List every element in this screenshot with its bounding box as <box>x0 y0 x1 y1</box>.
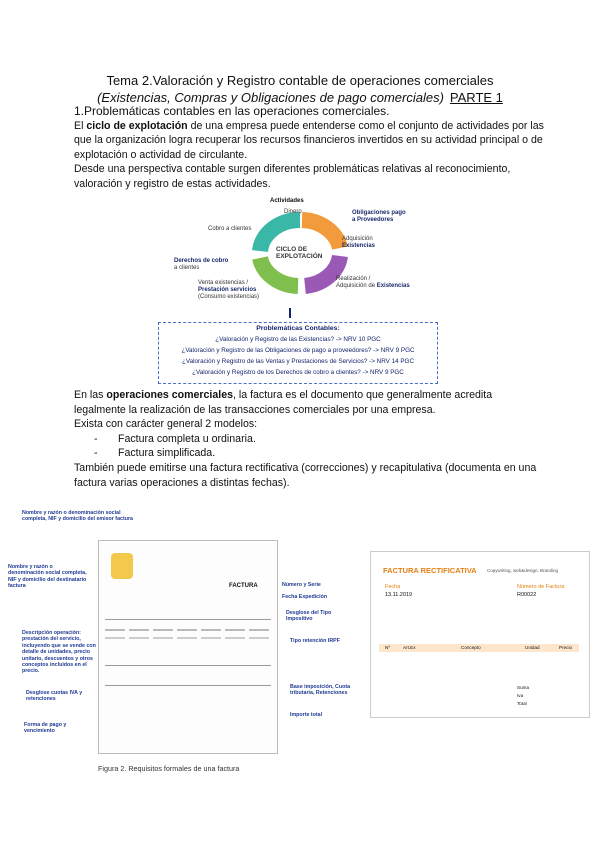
title-line-1: Tema 2.Valoración y Registro contable de… <box>106 73 494 88</box>
cycle-arrow-orange <box>301 212 348 251</box>
annotation-numero: Número y Serie <box>282 582 321 588</box>
divider <box>105 619 271 620</box>
annotation-forma-pago: Forma de pago y vencimiento <box>24 722 67 735</box>
rect-total-label: Total <box>517 701 527 706</box>
paragraph-exista: Exista con carácter general 2 modelos: <box>74 418 258 431</box>
rect-table-header: Nº Art.Ex Concepto Unidad Precio <box>379 644 579 652</box>
models-list: Factura completa u ordinaria. Factura si… <box>74 432 544 461</box>
cycle-center-label: CICLO DE EXPLOTACIÓN <box>276 246 322 260</box>
oblig-2: a Proveedores <box>352 217 394 223</box>
annotation-total: Importe total <box>290 712 323 718</box>
problem-item: ¿Valoración y Registro de las Existencia… <box>215 336 381 343</box>
rect-num-label: Número de Factura <box>517 584 565 590</box>
section-1: 1.Problemáticas contables en las operaci… <box>74 104 544 192</box>
annotation-retencion: Tipo retención IRPF <box>290 638 340 644</box>
annotation-tipo: Desglose del Tipo Impositivo <box>286 610 332 623</box>
rect-fecha: 13.11.2019 <box>385 592 413 598</box>
factura-label: FACTURA <box>229 583 258 589</box>
dcobro-1: Derechos de cobro <box>174 258 229 264</box>
part-label: PARTE 1 <box>449 90 503 105</box>
rect-title: FACTURA RECTIFICATIVA <box>383 566 477 575</box>
problems-box: Problemáticas Contables: ¿Valoración y R… <box>158 322 438 384</box>
ops-post: , la factura es el documento que general… <box>74 389 493 416</box>
annotation-fecha: Fecha Expedición <box>282 594 328 600</box>
divider <box>105 685 271 686</box>
rect-col: Concepto <box>461 645 481 650</box>
rect-col: Nº <box>385 645 390 650</box>
rect-num: R00022 <box>517 592 537 598</box>
cycle-arrow-green <box>252 255 299 294</box>
p1-post: de una empresa puede entenderse como el … <box>74 119 544 161</box>
adq-2: Existencias <box>342 243 376 249</box>
venta-2: Prestación servicios <box>198 287 257 293</box>
logo-image <box>111 553 133 579</box>
cycle-arrow-teal <box>252 211 301 253</box>
annotation-emisor: Nombre y razón o denominación social com… <box>22 510 133 523</box>
problems-heading: Problemáticas Contables: <box>256 325 340 332</box>
figure-caption: Figura 2. Requisitos formales de una fac… <box>98 764 240 773</box>
label-cobro: Cobro a clientes <box>208 226 252 232</box>
cycle-graphic <box>252 211 348 318</box>
real-1: Realización / <box>336 276 371 282</box>
section-operaciones: En las operaciones comerciales, la factu… <box>74 388 544 490</box>
rect-totals: Suma Iva Total <box>517 684 529 708</box>
title-subtitle: (Existencias, Compras y Obligaciones de … <box>97 90 444 105</box>
document-title: Tema 2.Valoración y Registro contable de… <box>0 72 600 106</box>
divider <box>105 665 271 666</box>
section-heading: 1.Problemáticas contables en las operaci… <box>74 104 390 118</box>
annotation-destinatario: Nombre y razón o denominación social com… <box>8 564 87 590</box>
rect-col: Unidad <box>525 645 540 650</box>
invoice-mockup: FACTURA <box>98 540 278 754</box>
rect-subtitle: Copywriting, web&design, Branding <box>487 568 559 573</box>
line-items-row <box>105 637 271 639</box>
cycle-center <box>272 235 328 271</box>
cycle-arrow-purple <box>303 254 348 294</box>
rect-fecha-label: Fecha <box>385 584 401 590</box>
problem-item: ¿Valoración y Registro de las Obligacion… <box>181 347 415 354</box>
ops-pre: En las <box>74 389 107 401</box>
title-line-2: (Existencias, Compras y Obligaciones de … <box>0 89 600 106</box>
center-line-2: EXPLOTACIÓN <box>276 253 323 260</box>
label-dinero: Dinero <box>284 209 302 215</box>
line-items-row <box>105 629 271 631</box>
paragraph-perspectiva: Desde una perspectiva contable surgen di… <box>74 163 511 190</box>
adq-1: Adquisición <box>342 236 373 242</box>
p1-bold: ciclo de explotación <box>86 119 188 132</box>
ops-bold: operaciones comerciales <box>106 389 233 401</box>
dcobro-2: a clientes <box>174 265 200 271</box>
rect-total-label: Suma <box>517 685 530 690</box>
annotation-desglose: Desglose cuotas IVA y retenciones <box>26 690 83 703</box>
annotation-base: Base imposición, Cuota tributaria, Reten… <box>290 684 351 697</box>
rect-total-label: Iva <box>517 693 524 698</box>
rectificativa-invoice: FACTURA RECTIFICATIVA Copywriting, web&d… <box>370 551 590 718</box>
rect-col: Precio <box>559 645 573 650</box>
p1-pre: El <box>74 119 87 132</box>
venta-3: (Consumo existencias) <box>198 294 260 300</box>
venta-1: Venta existencias / <box>198 280 249 286</box>
label-realizacion: Realización /Adquisición de Existencias <box>336 276 410 290</box>
paragraph-ciclo: El ciclo de explotación de una empresa p… <box>74 119 544 163</box>
rect-col: Art.Ex <box>403 645 416 650</box>
paragraph-operaciones: En las operaciones comerciales, la factu… <box>74 388 544 417</box>
model-item: Factura completa u ordinaria. <box>94 432 544 447</box>
real-2: Adquisición de <box>336 283 376 289</box>
cycle-diagram: Actividades Dinero Cobro a clientes CICL… <box>160 196 440 318</box>
annotation-descripcion: Descripción operación: prestación del se… <box>22 630 96 675</box>
center-line-1: CICLO DE <box>276 246 308 253</box>
oblig-1: Obligaciones pago <box>352 210 406 216</box>
problem-item: ¿Valoración y Registro de los Derechos d… <box>192 369 404 376</box>
label-activities: Actividades <box>270 198 304 204</box>
real-3: Existencias <box>376 283 410 289</box>
label-venta: Venta existencias /Prestación servicios(… <box>198 280 259 301</box>
paragraph-rectificativa: También puede emitirse una factura recti… <box>74 461 537 489</box>
problem-item: ¿Valoración y Registro de las Ventas y P… <box>182 358 414 365</box>
model-item: Factura simplificada. <box>94 446 544 461</box>
